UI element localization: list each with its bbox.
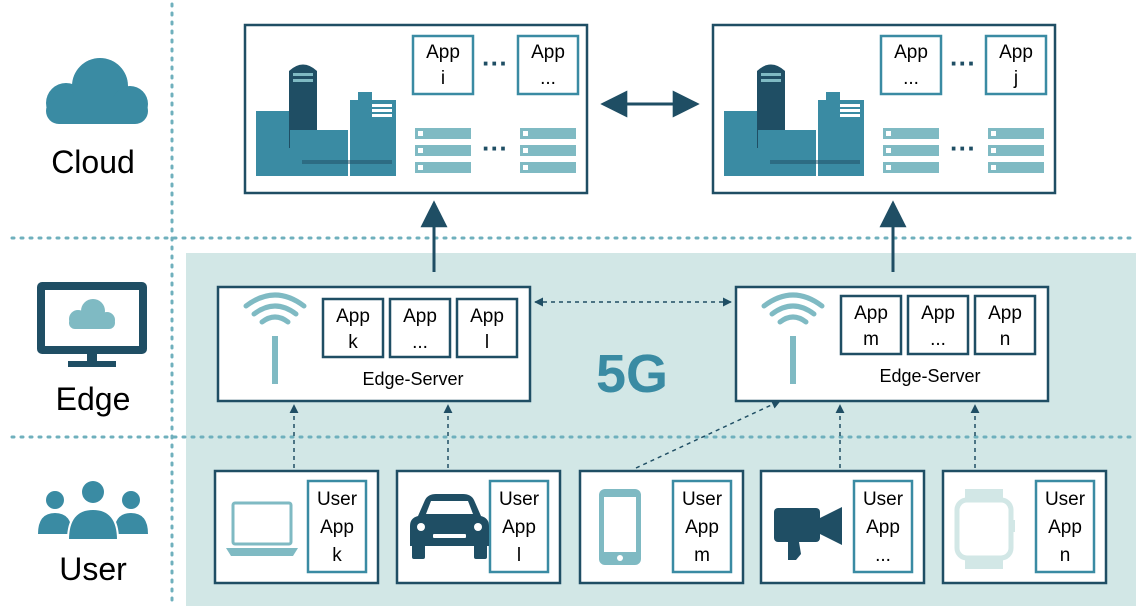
user-app-line: User xyxy=(1045,489,1086,510)
user-app-line: User xyxy=(499,489,540,510)
edge-app-label: App xyxy=(988,303,1022,324)
user-app-line: App xyxy=(502,517,536,538)
user-app-line: m xyxy=(694,545,710,566)
datacenter-icon xyxy=(256,64,396,176)
user-row-icon xyxy=(38,479,148,541)
edge-server-2: App m App ... App n Edge-Server xyxy=(734,285,1050,403)
cloud-app-id: j xyxy=(1013,68,1018,89)
smartphone-icon xyxy=(599,489,641,565)
datacenter-icon xyxy=(724,64,864,176)
ellipsis-dots: ··· xyxy=(950,48,976,78)
server-rack-icon xyxy=(415,128,576,173)
user-app-line: k xyxy=(332,545,342,566)
user-app-line: App xyxy=(685,517,719,538)
cloud-server-1: App i App ... ··· ··· xyxy=(243,23,589,195)
cloud-row-icon xyxy=(46,58,148,124)
edge-app-id: m xyxy=(863,329,879,350)
edge-app-label: App xyxy=(403,306,437,327)
cloud-app-label: App xyxy=(894,42,928,63)
cloud-app-label: App xyxy=(531,42,565,63)
edge-app-id: l xyxy=(485,332,489,353)
antenna-icon xyxy=(243,292,307,384)
user-app-line: n xyxy=(1060,545,1071,566)
cloud-app-id: ... xyxy=(903,68,919,89)
ellipsis-dots: ··· xyxy=(950,133,976,163)
edge-app-label: App xyxy=(336,306,370,327)
user-app-line: App xyxy=(1048,517,1082,538)
edge-app-id: ... xyxy=(412,332,428,353)
smartwatch-icon xyxy=(954,489,1015,569)
edge-app-id: n xyxy=(1000,329,1011,350)
user-app-line: User xyxy=(682,489,723,510)
video-camera-icon xyxy=(774,507,842,560)
user-row-label: User xyxy=(59,551,127,587)
network-5g-label: 5G xyxy=(596,344,668,404)
cloud-server-2: App ... App j ··· ··· xyxy=(711,23,1057,195)
user-app-line: User xyxy=(317,489,358,510)
ellipsis-dots: ··· xyxy=(482,133,508,163)
user-app-line: App xyxy=(866,517,900,538)
cloud-app-label: App xyxy=(426,42,460,63)
cloud-app-label: App xyxy=(999,42,1033,63)
edge-app-id: ... xyxy=(930,329,946,350)
cloud-app-id: ... xyxy=(540,68,556,89)
edge-server-1: App k App ... App l Edge-Server xyxy=(216,285,532,403)
laptop-icon xyxy=(226,501,298,556)
edge-row-icon xyxy=(37,282,147,367)
user-app-line: User xyxy=(863,489,904,510)
edge-server-label: Edge-Server xyxy=(362,369,463,389)
user-app-line: ... xyxy=(875,545,891,566)
edge-app-label: App xyxy=(854,303,888,324)
edge-app-label: App xyxy=(921,303,955,324)
user-app-line: l xyxy=(517,545,521,566)
edge-row-label: Edge xyxy=(56,381,131,417)
user-app-line: App xyxy=(320,517,354,538)
user-to-edge-arrows xyxy=(289,400,980,469)
edge-server-label: Edge-Server xyxy=(879,366,980,386)
edge-app-label: App xyxy=(470,306,504,327)
cloud-app-id: i xyxy=(441,68,445,89)
edge-app-id: k xyxy=(348,332,358,353)
ellipsis-dots: ··· xyxy=(482,48,508,78)
antenna-icon xyxy=(761,292,825,384)
server-rack-icon xyxy=(883,128,1044,173)
cloud-row-label: Cloud xyxy=(51,144,135,180)
car-icon xyxy=(410,494,489,559)
layer-dividers xyxy=(10,2,1136,606)
